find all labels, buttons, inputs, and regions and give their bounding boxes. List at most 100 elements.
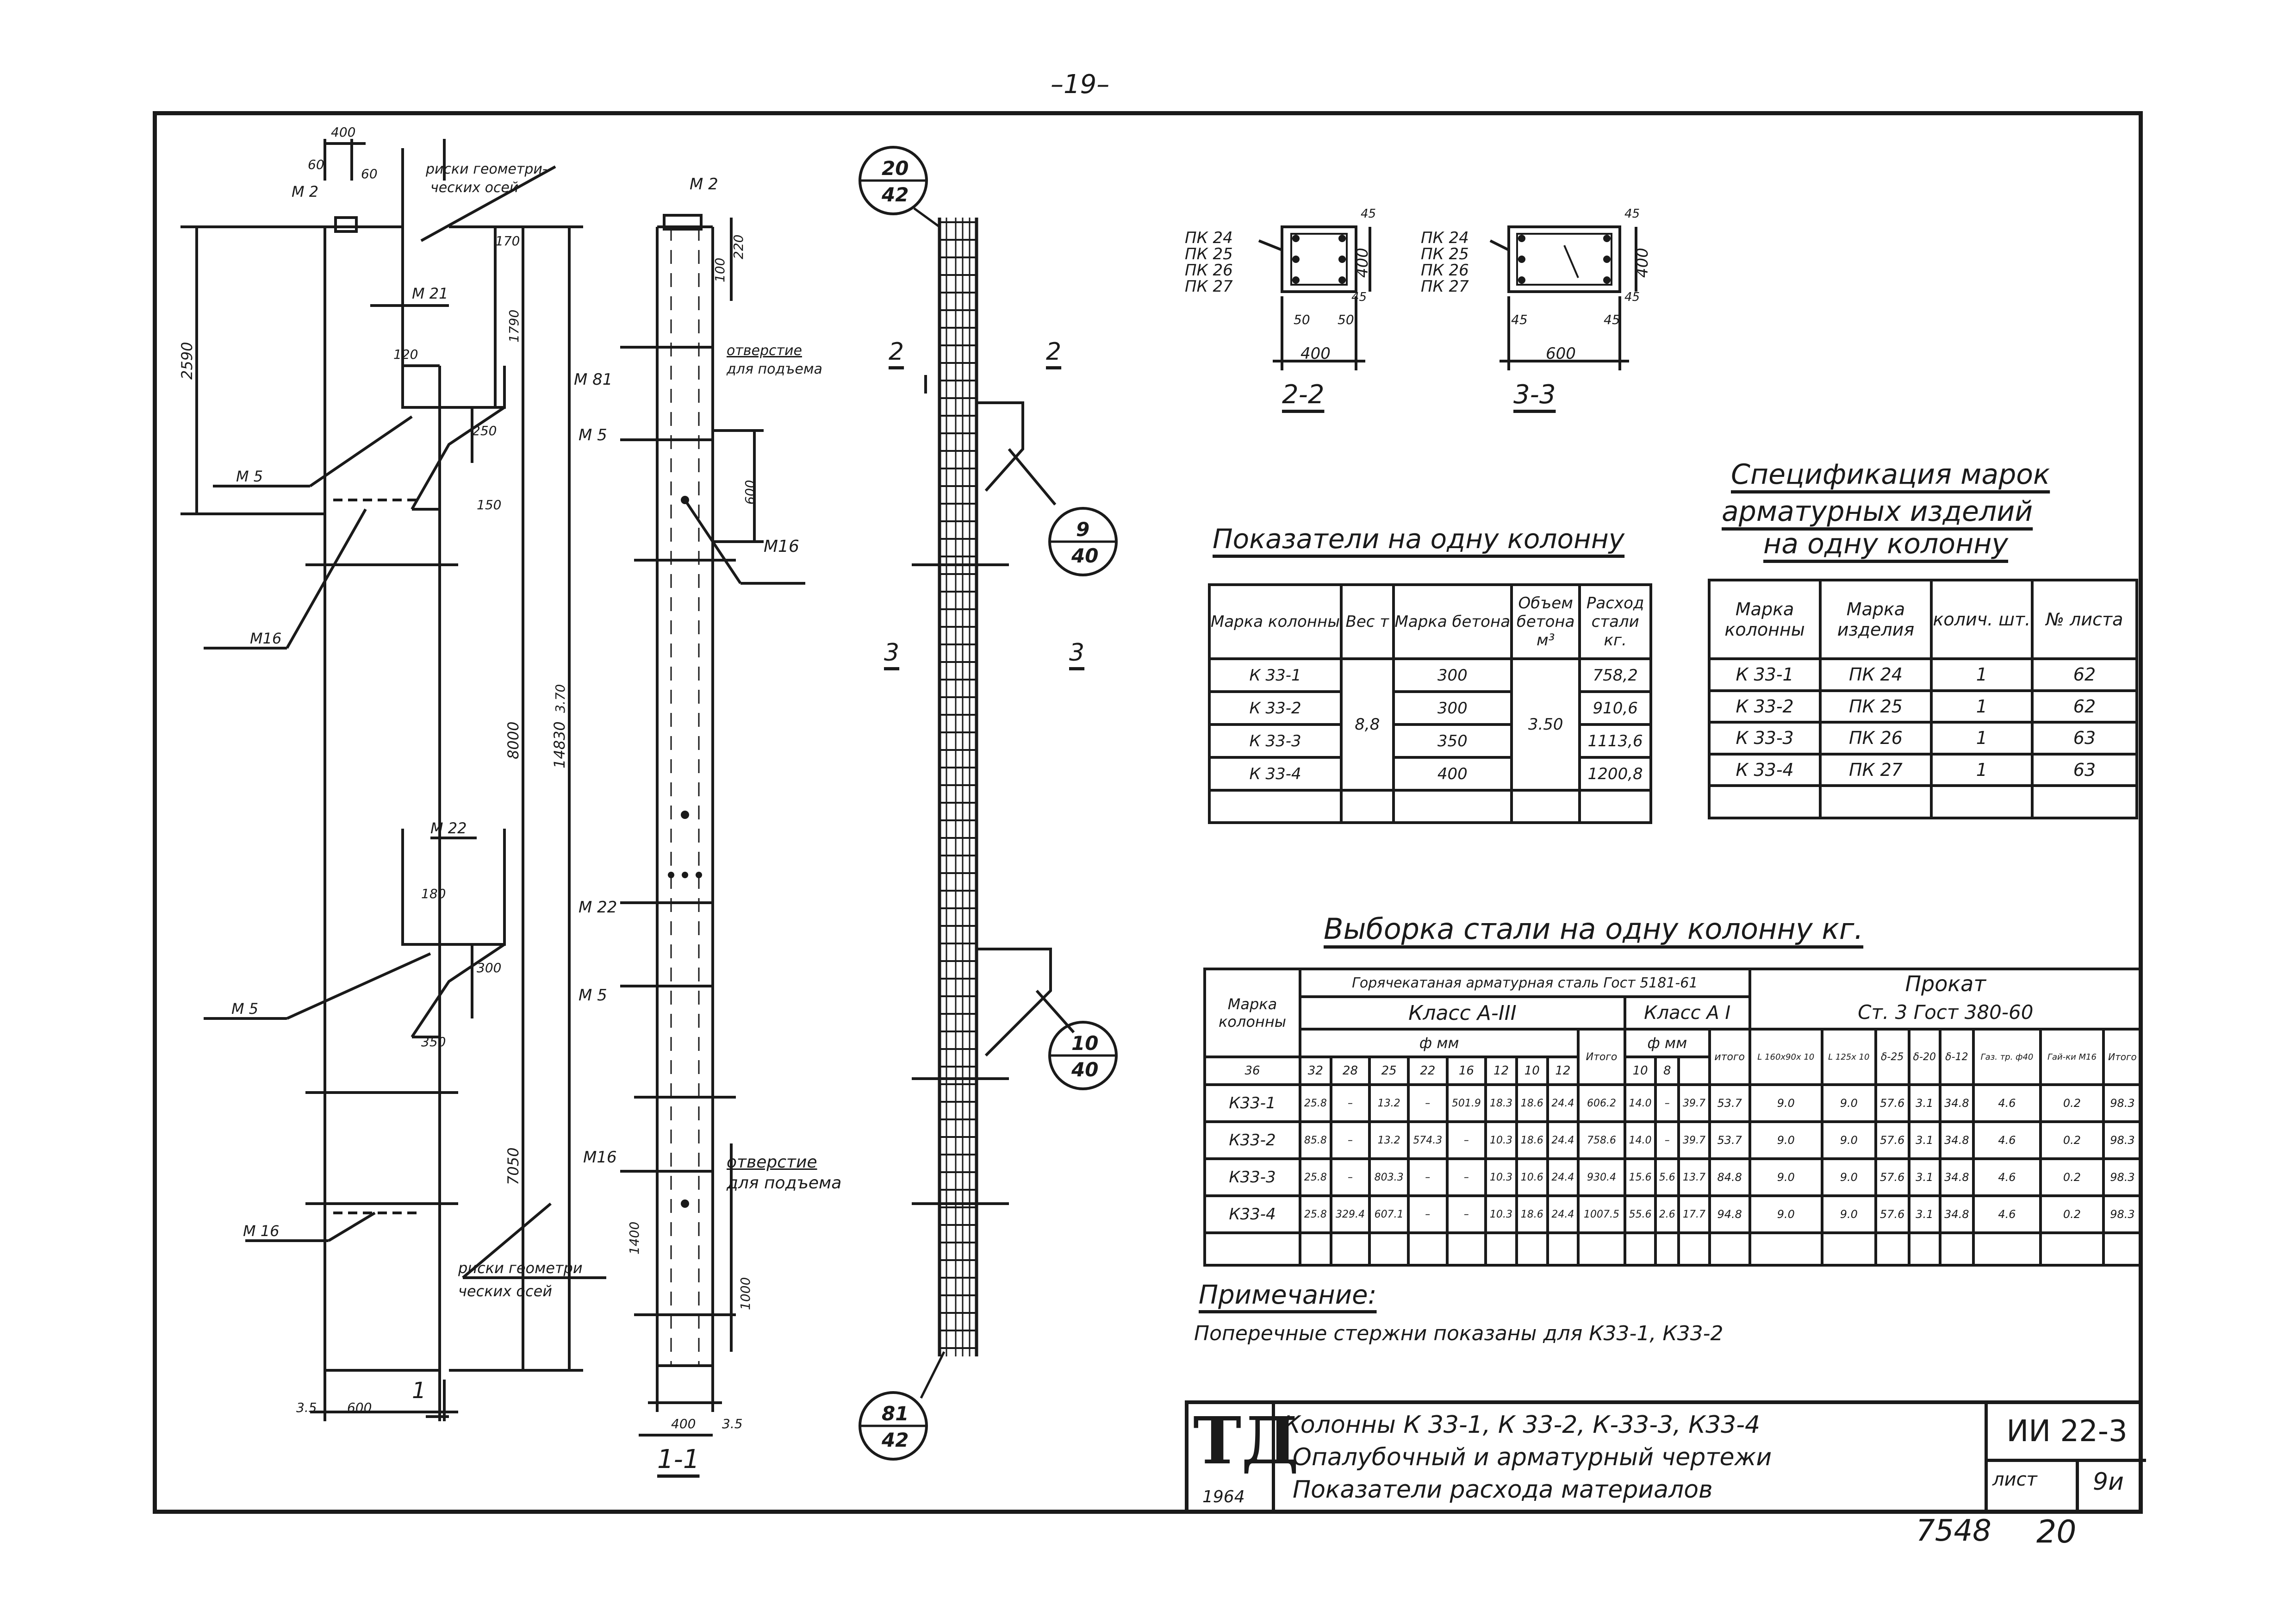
spec-cell: К 33-4 (1707, 752, 1822, 787)
tag-3-70: 3.70 (553, 684, 568, 713)
dim-14830: 14830 (551, 721, 568, 768)
s33-cover-3: 45 (1624, 207, 1640, 221)
s22-width: 400 (1300, 344, 1331, 363)
steel-cell: 9.0 (1820, 1120, 1877, 1160)
steel-h-mark: Марка колонны (1203, 968, 1301, 1058)
ind-steel: 1200,8 (1578, 756, 1652, 792)
steel-row-mark: К33-3 (1203, 1157, 1301, 1197)
steel-cell: 4.6 (1972, 1120, 2042, 1160)
steel-cell: 5.6 (1654, 1157, 1680, 1197)
spec-cell: ПК 25 (1819, 689, 1933, 724)
steel-cell: 10.3 (1484, 1194, 1518, 1234)
stamp-sheet: 9и (2093, 1468, 2124, 1496)
ind-mark: К 33-1 (1207, 657, 1343, 693)
steel-cell: 98.3 (2102, 1083, 2143, 1123)
steel-cell: 13.7 (1677, 1157, 1711, 1197)
label-m2: М 2 (292, 183, 318, 200)
note-text: Поперечные стержни показаны для К33-1, К… (1194, 1322, 1724, 1345)
ind-concrete: 400 (1392, 756, 1513, 792)
section-cut-2-left: 2 (889, 338, 904, 366)
steel-cell: – (1406, 1157, 1449, 1197)
steel-cell: 39.7 (1677, 1120, 1711, 1160)
steel-cell: 574.3 (1406, 1120, 1449, 1160)
indicators-title: Показатели на одну колонну (1213, 523, 1625, 555)
steel-cell: 18.6 (1515, 1194, 1549, 1234)
spec-cell: 1 (1929, 657, 2034, 692)
stamp-line-1: Колонны К 33-1, К 33-2, К-33-3, К33-4 (1283, 1411, 1761, 1439)
ind-concrete: 350 (1392, 723, 1513, 759)
steel-rolled-col: L 125x 10 (1820, 1028, 1877, 1086)
stamp-line-2: Опалубочный и арматурный чертежи (1293, 1443, 1772, 1471)
ind-mark: К 33-3 (1207, 723, 1343, 759)
label-m5-upper: М 5 (236, 468, 263, 485)
steel-dia: 36 (1203, 1056, 1301, 1086)
note-title: Примечание: (1199, 1280, 1377, 1310)
label-m21: М 21 (412, 285, 448, 302)
steel-cell: 24.4 (1546, 1083, 1580, 1123)
steel-cell: – (1329, 1083, 1371, 1123)
dim-300: 300 (477, 960, 501, 975)
steel-cell: 0.2 (2039, 1120, 2105, 1160)
steel-cell: 14.0 (1623, 1120, 1657, 1160)
sec-tag: 3.5 (722, 1416, 743, 1431)
steel-cell: 3.1 (1907, 1157, 1941, 1197)
s22-cover-2: 50 (1338, 312, 1354, 327)
sec-dim-1000: 1000 (738, 1277, 753, 1310)
steel-dia: 12 (1484, 1056, 1518, 1086)
spec-cell: 1 (1929, 721, 2034, 756)
section-1-1-label: 1-1 (657, 1444, 700, 1474)
steel-h-rolled-2: Ст. 3 Гост 380-60 (1748, 997, 2143, 1031)
steel-cell: 9.0 (1820, 1083, 1877, 1123)
stamp-logo-cell: ТД 1964 (1188, 1404, 1299, 1514)
s33-mark-3: ПК 26 (1421, 261, 1469, 280)
steel-cell-total: 930.4 (1577, 1157, 1626, 1197)
steel-h-class-a3: Класс А-III (1299, 995, 1626, 1031)
steel-row-mark: К33-4 (1203, 1194, 1301, 1234)
footer-number-1: 7548 (1916, 1514, 1991, 1548)
lifting-hole-label-upper-2: для подъема (727, 361, 822, 377)
section-mark-1: 1 (412, 1378, 426, 1404)
spec-title-3: на одну колонну (1763, 528, 2009, 560)
label-m16-upper: М16 (250, 630, 281, 647)
sec-dim-600: 600 (742, 480, 758, 505)
ind-volume: 3.50 (1510, 657, 1581, 792)
steel-cell: 4.6 (1972, 1194, 2042, 1234)
ind-steel: 758,2 (1578, 657, 1652, 693)
dim-2590: 2590 (178, 342, 196, 380)
spec-cell: ПК 27 (1819, 752, 1933, 787)
steel-cell: 17.7 (1677, 1194, 1711, 1234)
drawing-frame (153, 111, 2143, 1514)
steel-cell: 57.6 (1874, 1157, 1910, 1197)
spec-cell: ПК 24 (1819, 657, 1933, 692)
steel-cell: 13.2 (1368, 1120, 1410, 1160)
spec-table: Марка колонны Марка изделия колич. шт. №… (1707, 579, 2139, 819)
s33-mark-2: ПК 25 (1421, 245, 1469, 263)
steel-cell: 57.6 (1874, 1083, 1910, 1123)
axes-marks-bottom: риски геометри (458, 1259, 583, 1277)
ind-concrete: 300 (1392, 690, 1513, 726)
steel-h-dia-a3: ф мм (1298, 1028, 1580, 1058)
steel-rolled-col: Итого (2102, 1028, 2143, 1086)
steel-cell: 9.0 (1820, 1157, 1877, 1197)
steel-table: Марка колонны Горячекатаная арматурная с… (1203, 968, 2143, 1267)
spec-title-1: Спецификация марок (1731, 458, 2050, 491)
axes-marks-top-2: ческих осей (430, 180, 518, 196)
section-cut-2-right: 2 (1046, 338, 1062, 366)
dim-250: 250 (472, 423, 497, 438)
steel-cell: 18.6 (1515, 1120, 1549, 1160)
steel-dia: 10 (1623, 1056, 1657, 1086)
dim-60a: 60 (308, 157, 324, 172)
steel-cell: 18.6 (1515, 1083, 1549, 1123)
steel-rolled-col: L 160x90x 10 (1748, 1028, 1823, 1086)
steel-cell: 3.1 (1907, 1194, 1941, 1234)
steel-cell: – (1445, 1120, 1487, 1160)
section-cut-3-right: 3 (1069, 639, 1085, 667)
steel-cell: 34.8 (1938, 1120, 1975, 1160)
steel-cell: 0.2 (2039, 1157, 2105, 1197)
steel-h-class-a1: Класс А I (1623, 995, 1751, 1031)
stamp-right-cell: ИИ 22-3 лист 9и (1985, 1404, 2146, 1514)
dim-8000: 8000 (504, 722, 522, 759)
spec-cell: 62 (2030, 689, 2139, 724)
spec-cell: 1 (1929, 752, 2034, 787)
td-logo: ТД (1193, 1403, 1299, 1479)
